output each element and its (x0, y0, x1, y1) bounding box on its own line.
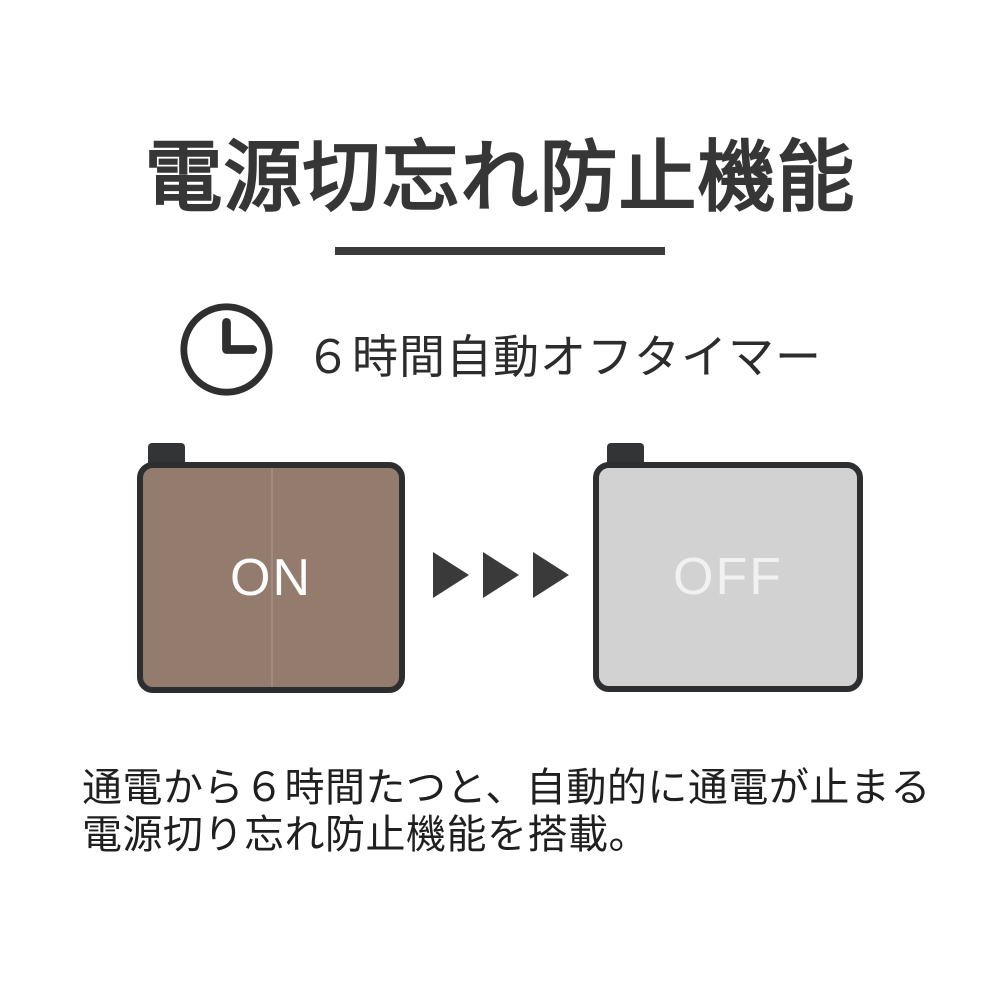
timer-row: ６時間自動オフタイマー (0, 300, 1000, 398)
on-state-blanket: ON (137, 462, 405, 693)
off-state-blanket: OFF (593, 462, 863, 692)
timer-label: ６時間自動オフタイマー (305, 330, 822, 383)
arrow-right-icon (433, 552, 469, 598)
description-line-1: 通電から６時間たつと、自動的に通電が止まる (82, 766, 931, 810)
transition-arrows (433, 552, 569, 598)
page-title: 電源切忘れ防止機能 (144, 133, 856, 222)
description-line-2: 電源切り忘れ防止機能を搭載。 (82, 813, 649, 857)
on-label: ON (230, 548, 312, 607)
title-divider (335, 247, 665, 255)
clock-icon (178, 301, 275, 398)
arrow-right-icon (483, 552, 519, 598)
off-label: OFF (673, 548, 783, 606)
arrow-right-icon (533, 552, 569, 598)
feature-description: 通電から６時間たつと、自動的に通電が止まる 電源切り忘れ防止機能を搭載。 (82, 765, 931, 859)
